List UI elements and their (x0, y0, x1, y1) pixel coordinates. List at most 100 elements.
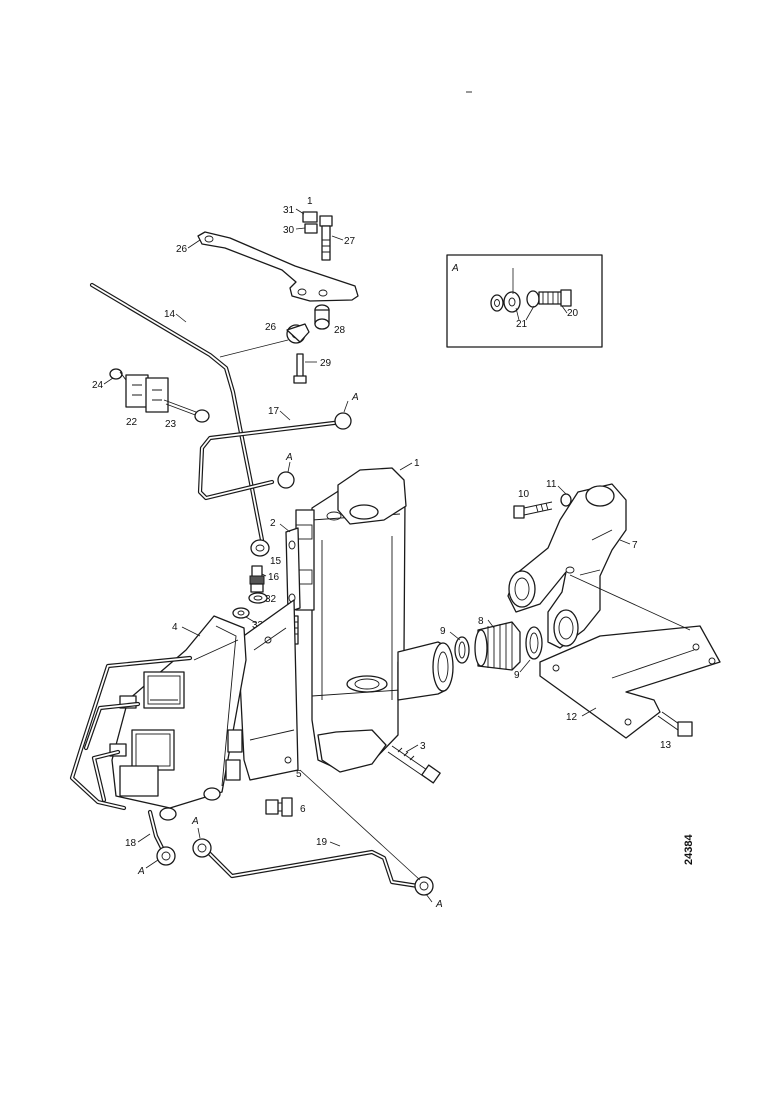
leader-9-left (449, 631, 461, 641)
bracket-26 (197, 231, 359, 302)
washer-32 (248, 592, 268, 604)
inset-leader-20 (561, 305, 568, 314)
label-28: 28 (334, 325, 346, 336)
leader-3 (405, 744, 419, 753)
letter-a-17-mid: A (285, 452, 293, 463)
letter-a-18: A (137, 866, 145, 877)
label-18: 18 (125, 838, 137, 849)
leader-26-top (187, 239, 201, 249)
bolt-25 (163, 399, 210, 423)
leader-14 (175, 313, 187, 323)
pipe-18 (147, 809, 176, 866)
bolt-29 (293, 353, 307, 384)
letter-a-19-right: A (435, 899, 443, 910)
leader-a-17-mid (287, 461, 291, 473)
leader-a-19-left (197, 827, 201, 839)
washer-33 (232, 607, 250, 619)
leader-14-to-clamp (219, 339, 289, 358)
detail-inset-frame (446, 254, 603, 348)
leader-8 (487, 619, 495, 629)
label-14: 14 (164, 309, 176, 320)
leader-2 (279, 523, 291, 533)
control-tubes (69, 655, 193, 811)
label-21: 21 (516, 319, 528, 330)
detail-inset: A 21 20 (446, 254, 603, 348)
leader-a-19-right (425, 893, 433, 903)
elbow-pipe-7 (507, 483, 627, 649)
leader-11 (557, 485, 567, 495)
fitting-15 (250, 539, 270, 557)
label-3: 3 (420, 741, 426, 752)
seal-ring-9-left (454, 636, 470, 664)
leader-18 (137, 833, 151, 843)
label-6: 6 (300, 804, 306, 815)
label-16: 16 (268, 572, 280, 583)
letter-a-17-top: A (351, 392, 359, 403)
label-2: 2 (270, 518, 276, 529)
inset-banjo-fitting (490, 289, 572, 313)
manifold-body-1 (295, 467, 454, 773)
leader-33 (245, 616, 257, 624)
bolt-3 (387, 745, 441, 784)
label-27: 27 (344, 236, 356, 247)
label-7: 7 (632, 540, 638, 551)
solenoid-block-4 (109, 615, 247, 821)
leader-manifold-to-19 (299, 769, 421, 881)
label-17: 17 (268, 406, 280, 417)
leader-17 (279, 410, 291, 421)
nipple-16 (249, 565, 265, 593)
bolt-13 (657, 711, 693, 737)
label-13: 13 (660, 740, 672, 751)
reference-number: 24384 (683, 834, 695, 865)
valve-plate-5 (237, 599, 299, 781)
clamp-26 (286, 323, 310, 344)
label-31: 31 (283, 205, 295, 216)
letter-a-19-left: A (191, 816, 199, 827)
label-19: 19 (316, 837, 328, 848)
label-22: 22 (126, 417, 138, 428)
leader-9-right (519, 659, 531, 673)
pipe-14 (89, 282, 265, 543)
leader-12 (581, 707, 597, 717)
label-9-right: 9 (514, 670, 520, 681)
label-26-lower: 26 (265, 322, 277, 333)
label-5: 5 (296, 769, 302, 780)
pipe-19 (192, 838, 434, 896)
spacer-28 (314, 304, 330, 330)
leader-19 (329, 841, 341, 847)
leader-1 (399, 462, 413, 471)
leader-16 (261, 573, 267, 577)
sleeve-8 (474, 621, 521, 671)
seal-ring-9-right (525, 626, 543, 660)
label-8: 8 (478, 616, 484, 627)
bolt-10 (513, 493, 572, 519)
label-10: 10 (518, 489, 530, 500)
bolt-27-stack (302, 211, 333, 261)
leader-24 (103, 377, 114, 385)
leader-a-18 (145, 859, 159, 869)
inset-leader-21 (515, 307, 520, 321)
pipe-17 (197, 412, 352, 501)
label-15: 15 (270, 556, 282, 567)
screw-6 (265, 797, 293, 817)
label-12: 12 (566, 712, 578, 723)
leader-4 (181, 626, 201, 637)
label-23: 23 (165, 419, 177, 430)
inset-letter-a: A (451, 263, 459, 274)
leaders-27-31 (295, 208, 344, 241)
label-1-top: 1 (307, 196, 313, 207)
label-30: 30 (283, 225, 295, 236)
label-32: 32 (265, 594, 277, 605)
label-1: 1 (414, 458, 420, 469)
leader-a-17-top (343, 400, 349, 413)
label-11: 11 (546, 479, 557, 490)
leader-7 (619, 539, 631, 545)
label-26-top: 26 (176, 244, 188, 255)
label-24: 24 (92, 380, 104, 391)
label-9-left: 9 (440, 626, 446, 637)
label-20: 20 (567, 308, 579, 319)
clamp-22 (109, 368, 169, 413)
label-29: 29 (320, 358, 332, 369)
inset-leader-21b (525, 305, 535, 321)
